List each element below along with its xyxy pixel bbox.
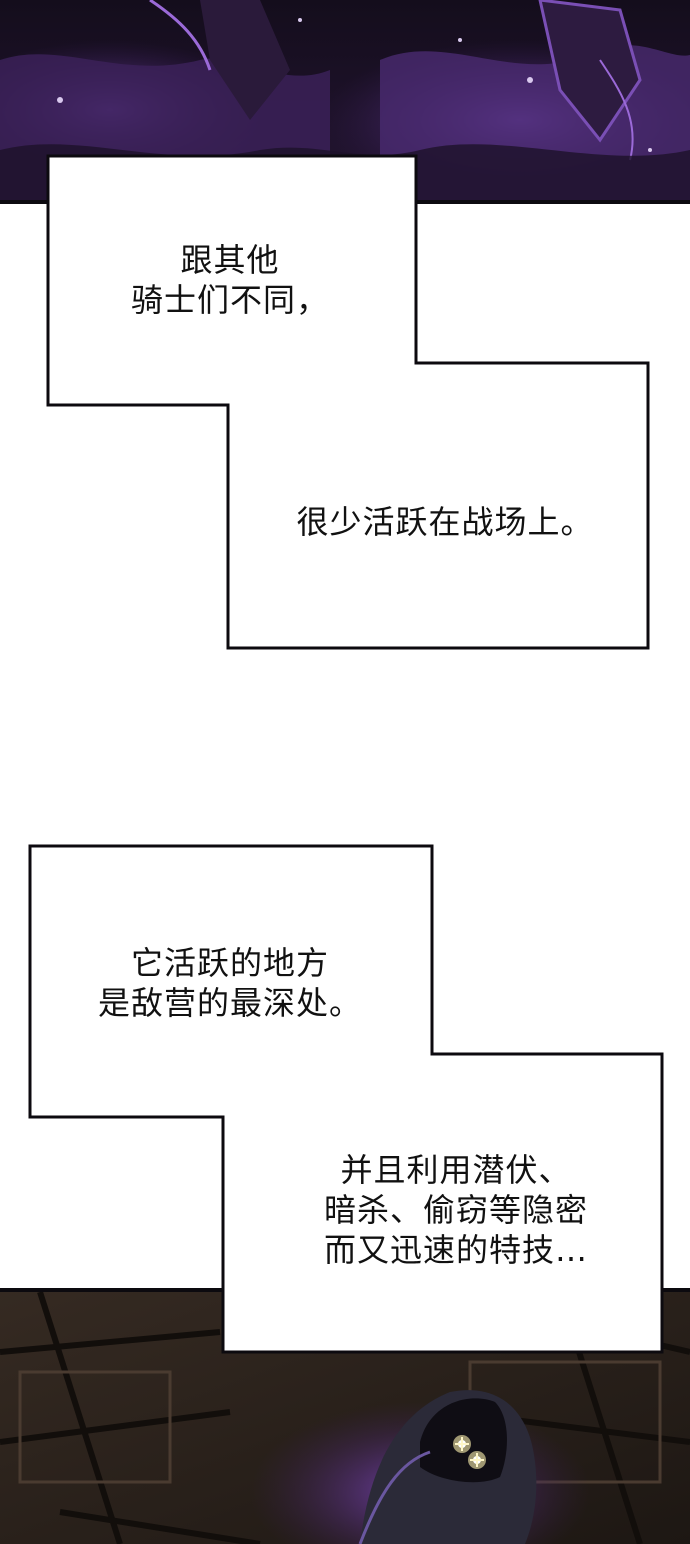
caption-line: 它活跃的地方 — [130, 944, 329, 982]
caption-bubble-shape-1 — [46, 154, 650, 650]
caption-bubble-group-2 — [28, 844, 664, 1354]
caption-line: 暗杀、偷窃等隐密 — [323, 1191, 588, 1229]
caption-bubble-shape-2 — [28, 844, 664, 1354]
caption-box-4: 并且利用潜伏、 暗杀、偷窃等隐密 而又迅速的特技… — [296, 1150, 616, 1270]
caption-line: 而又迅速的特技… — [323, 1231, 588, 1269]
caption-box-2: 很少活跃在战场上。 — [280, 502, 610, 542]
caption-line: 很少活跃在战场上。 — [296, 503, 594, 541]
caption-box-3: 它活跃的地方 是敌营的最深处。 — [80, 943, 380, 1023]
caption-bubble-group-1 — [0, 0, 690, 660]
caption-line: 是敌营的最深处。 — [97, 984, 362, 1022]
caption-box-1: 跟其他 骑士们不同， — [120, 240, 340, 320]
caption-line: 骑士们不同， — [130, 281, 329, 319]
caption-line: 跟其他 — [180, 241, 280, 279]
caption-line: 并且利用潜伏、 — [340, 1151, 572, 1189]
glowing-eyes-icon — [453, 1435, 486, 1469]
